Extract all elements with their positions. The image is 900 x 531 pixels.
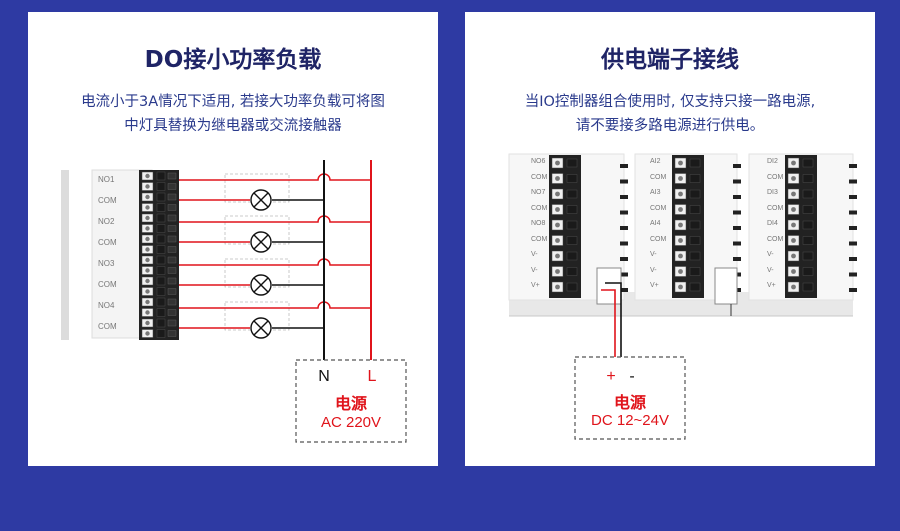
supply-terminal-label: NO7 (531, 189, 546, 196)
do-panel-description: 电流小于3A情况下适用, 若接大功率负载可将图 中灯具替换为继电器或交流接触器 (28, 90, 438, 138)
dc-power-spec: DC 12~24V (591, 412, 669, 429)
do-terminal-label: NO2 (98, 217, 115, 226)
supply-terminal-label: V- (531, 266, 538, 274)
device-edge (61, 170, 69, 340)
dc-power-label: 电源 (613, 395, 646, 412)
supply-terminal-label: V- (531, 251, 538, 258)
do-terminal-label: COM (98, 322, 117, 331)
supply-desc-line1: 当IO控制器组合使用时, 仅支持只接一路电源, (524, 94, 816, 110)
supply-terminal-label: V- (767, 251, 774, 258)
do-terminal-label: COM (98, 280, 117, 289)
lamp-icon (250, 274, 272, 296)
live-wire (179, 215, 371, 223)
do-load-panel: DO接小功率负载 电流小于3A情况下适用, 若接大功率负载可将图 中灯具替换为继… (28, 12, 438, 466)
plus-label: + (606, 368, 616, 385)
supply-desc-line2: 请不要接多路电源进行供电。 (575, 118, 765, 134)
do-terminal-label: COM (98, 196, 117, 205)
live-wire (179, 258, 371, 266)
lamp-circuit (179, 258, 371, 296)
supply-terminal-label: COM (767, 204, 784, 212)
supply-terminal-label: COM (650, 173, 667, 181)
do-desc-line2: 中灯具替换为继电器或交流接触器 (124, 118, 342, 134)
supply-terminal-label: COM (531, 204, 548, 212)
do-terminal-block (139, 170, 179, 340)
do-terminal-label: NO1 (98, 175, 115, 184)
lamp-icon (250, 317, 272, 339)
dc-power-box (574, 356, 686, 440)
ac-power-box (295, 359, 407, 443)
supply-terminal-label: DI4 (767, 220, 778, 227)
power-supply-panel: 供电端子接线 当IO控制器组合使用时, 仅支持只接一路电源, 请不要接多路电源进… (465, 12, 875, 466)
supply-terminal-label: V+ (650, 282, 659, 289)
do-terminal-label: NO4 (98, 301, 115, 310)
supply-terminal-label: AI3 (650, 189, 661, 196)
supply-terminal-label: V- (767, 266, 774, 274)
ac-power-label: 电源 (334, 396, 367, 413)
supply-terminal-label: V+ (531, 282, 540, 289)
supply-panel-title: 供电端子接线 (601, 47, 739, 73)
supply-terminal-label: V- (650, 266, 657, 274)
supply-terminal-label: NO8 (531, 220, 546, 227)
supply-terminal-label: COM (767, 235, 784, 243)
do-wiring-diagram (61, 160, 407, 443)
lamp-circuit (179, 215, 371, 253)
neutral-label: N (318, 368, 330, 385)
minus-label: - (629, 368, 635, 385)
lamp-circuit (179, 301, 371, 339)
supply-wiring-diagram (508, 153, 857, 440)
live-label: L (367, 368, 377, 385)
supply-panel-description: 当IO控制器组合使用时, 仅支持只接一路电源, 请不要接多路电源进行供电。 (465, 90, 875, 138)
supply-terminal-label: V+ (767, 282, 776, 289)
do-terminal-label: NO3 (98, 259, 115, 268)
supply-terminal-label: COM (531, 173, 548, 181)
plus-wire (601, 289, 616, 357)
supply-terminal-label: COM (650, 235, 667, 243)
do-panel-title: DO接小功率负载 (144, 47, 322, 73)
do-terminal-label: COM (98, 238, 117, 247)
lamp-icon (250, 189, 272, 211)
supply-terminal-label: COM (650, 204, 667, 212)
supply-terminal-label: COM (767, 173, 784, 181)
minus-wire (605, 282, 622, 357)
supply-terminal-label: COM (531, 235, 548, 243)
supply-terminal-label: DI2 (767, 158, 778, 165)
supply-terminal-label: DI3 (767, 189, 778, 196)
do-desc-line1: 电流小于3A情况下适用, 若接大功率负载可将图 (81, 94, 385, 110)
lamp-icon (250, 231, 272, 253)
lamp-circuit (179, 173, 371, 211)
supply-terminal-label: V- (650, 251, 657, 258)
live-wire (179, 173, 371, 181)
supply-terminal-label: NO6 (531, 158, 546, 165)
live-wire (179, 301, 371, 309)
supply-terminal-label: AI4 (650, 220, 661, 227)
supply-terminal-label: AI2 (650, 158, 661, 165)
ac-power-spec: AC 220V (320, 414, 382, 431)
